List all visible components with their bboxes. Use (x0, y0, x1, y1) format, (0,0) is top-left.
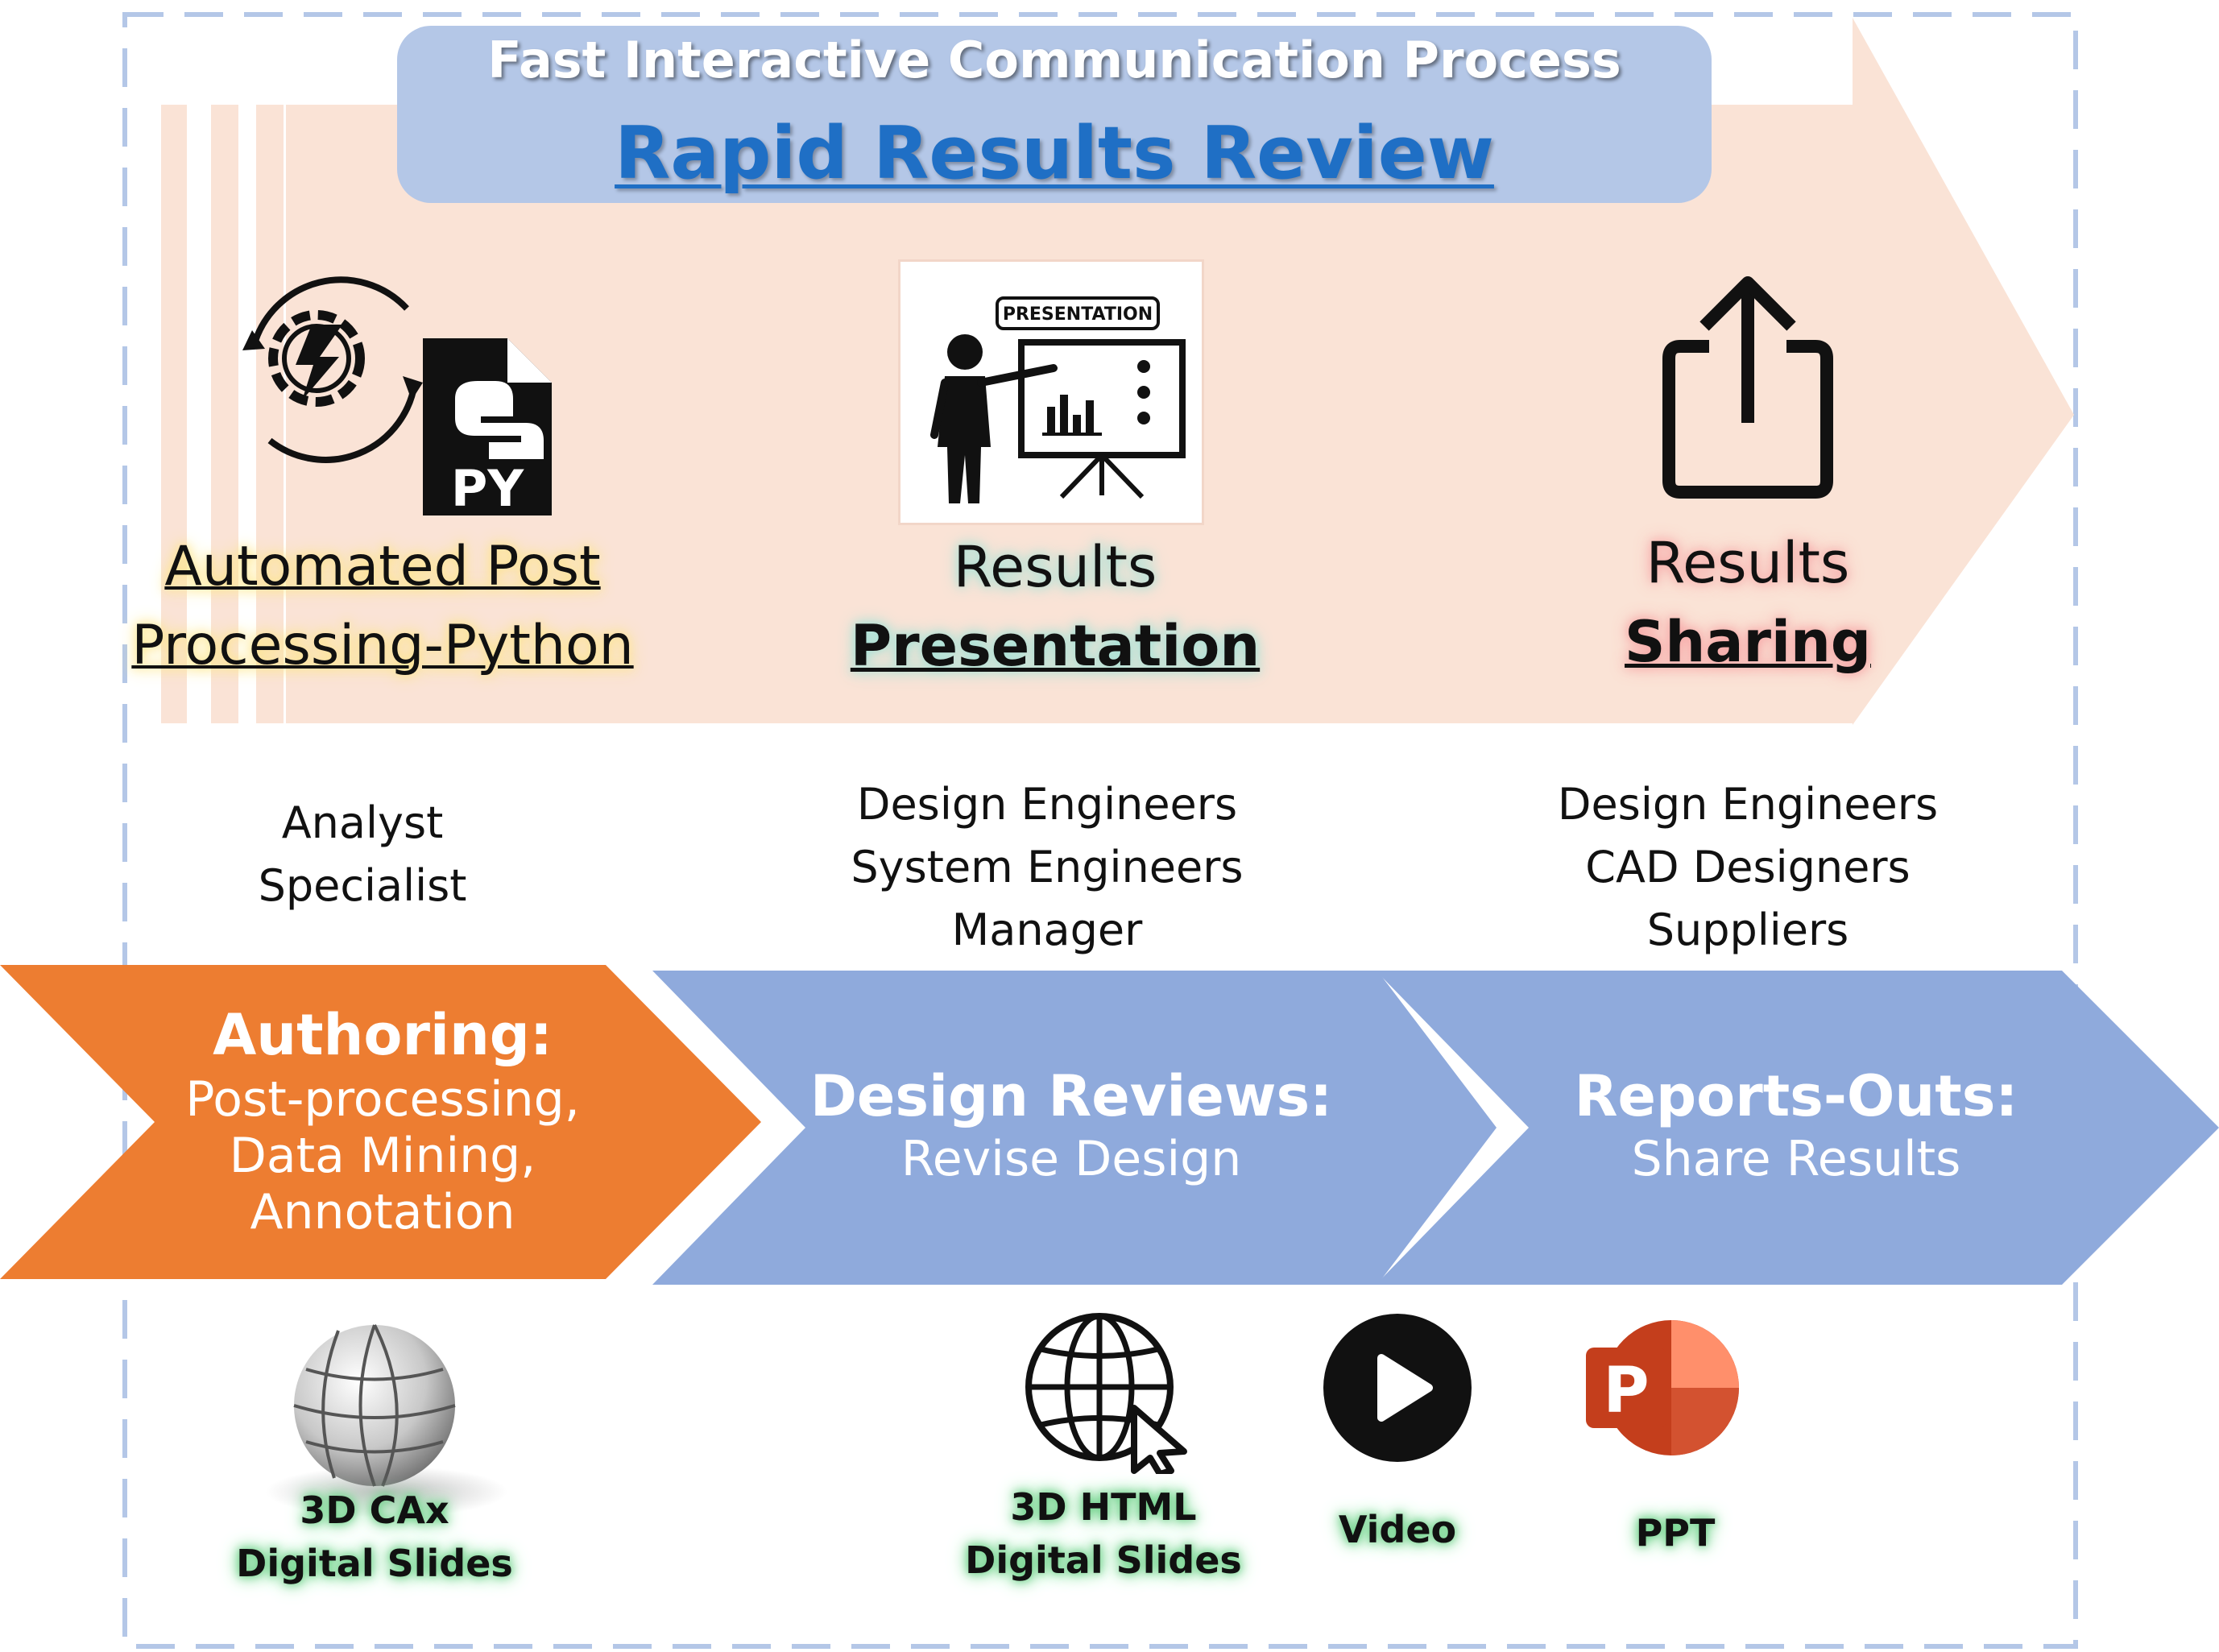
format-3d-cax-line2: Digital Slides (236, 1542, 513, 1585)
header-title-wrap: Rapid Results Review (397, 111, 1712, 196)
chevron-reports-outs-sub: Share Results (1631, 1131, 1961, 1187)
chevron-authoring-sub-2: Data Mining, (229, 1128, 536, 1184)
header-subtitle: Fast Interactive Communication Process (487, 31, 1621, 89)
arrow-stripe-3 (256, 105, 284, 723)
arrow-stripe-2 (211, 105, 238, 723)
format-3d-cax: 3D CAx Digital Slides (213, 1484, 536, 1590)
audience-item: Analyst (281, 797, 444, 848)
header-title: Rapid Results Review (615, 111, 1494, 196)
audience-item: Manager (951, 905, 1143, 955)
stage-2-line1: Results (953, 534, 1157, 600)
audience-item: CAD Designers (1585, 842, 1911, 892)
py-file-icon: PY (423, 338, 552, 518)
dashed-frame (122, 12, 2078, 1649)
arrow-stripe-1 (161, 105, 187, 723)
audience-item: System Engineers (851, 842, 1244, 892)
audience-design-reviews: Design Engineers System Engineers Manage… (805, 773, 1289, 962)
powerpoint-letter: P (1603, 1355, 1649, 1427)
chevron-reports-outs-head: Reports-Outs: (1574, 1063, 2018, 1129)
format-video: Video (1277, 1503, 1518, 1556)
header-subtitle-wrap: Fast Interactive Communication Process (397, 31, 1712, 89)
header-box (397, 26, 1712, 203)
powerpoint-icon: P (1586, 1320, 1739, 1455)
audience-item: Specialist (258, 860, 467, 911)
stage-1-line2: Processing-Python (131, 614, 634, 677)
play-icon (1323, 1314, 1472, 1462)
stage-2-line2: Presentation (850, 613, 1261, 679)
format-3d-html: 3D HTML Digital Slides (942, 1480, 1265, 1587)
stage-1-line1: Automated Post (164, 535, 601, 598)
web-cursor-icon (1025, 1313, 1187, 1474)
stage-automated-post: Automated Post Processing-Python (81, 528, 685, 685)
chevron-design-reviews-sub: Revise Design (900, 1131, 1242, 1187)
presentation-icon: PRESENTATION (930, 296, 1186, 503)
chevron-authoring-text: Authoring: Post-processing, Data Mining,… (121, 999, 644, 1240)
chevron-design-reviews (652, 971, 1497, 1285)
chevron-authoring (0, 965, 761, 1279)
gear-cycle-icon (242, 276, 423, 463)
audience-reports-outs: Design Engineers CAD Designers Suppliers (1506, 773, 1989, 962)
audience-item: Design Engineers (1557, 779, 1939, 830)
audience-item: Suppliers (1646, 905, 1849, 955)
audience-item: Design Engineers (856, 779, 1238, 830)
format-3d-html-line1: 3D HTML (1010, 1485, 1197, 1529)
format-video-label: Video (1338, 1508, 1457, 1551)
audience-authoring: Analyst Specialist (201, 792, 524, 917)
chevron-reports-outs (1376, 971, 2219, 1285)
python-file-icon: PY (242, 276, 552, 518)
stage-3-line1: Results (1646, 530, 1850, 596)
stage-results-sharing: Results Sharing (1546, 524, 1949, 681)
chevron-authoring-head: Authoring: (213, 1002, 553, 1068)
format-ppt: PPT (1555, 1506, 1796, 1559)
presentation-icon-frame: PRESENTATION (898, 259, 1204, 525)
format-3d-cax-line1: 3D CAx (300, 1488, 449, 1532)
globe-icon (266, 1324, 507, 1517)
svg-text:PY: PY (451, 459, 524, 518)
chevron-reports-outs-text: Reports-Outs: Share Results (1514, 1062, 2078, 1187)
stage-3-line2: Sharing (1625, 609, 1871, 675)
share-icon (1662, 276, 1833, 499)
format-ppt-label: PPT (1635, 1511, 1716, 1555)
presentation-board-label: PRESENTATION (1003, 304, 1153, 325)
stage-results-presentation: Results Presentation (813, 528, 1297, 685)
chevron-authoring-sub-3: Annotation (250, 1184, 515, 1240)
chevron-design-reviews-text: Design Reviews: Revise Design (789, 1062, 1353, 1187)
chevron-design-reviews-head: Design Reviews: (809, 1063, 1333, 1129)
format-3d-html-line2: Digital Slides (965, 1538, 1242, 1582)
chevron-authoring-sub-1: Post-processing, (185, 1071, 580, 1128)
